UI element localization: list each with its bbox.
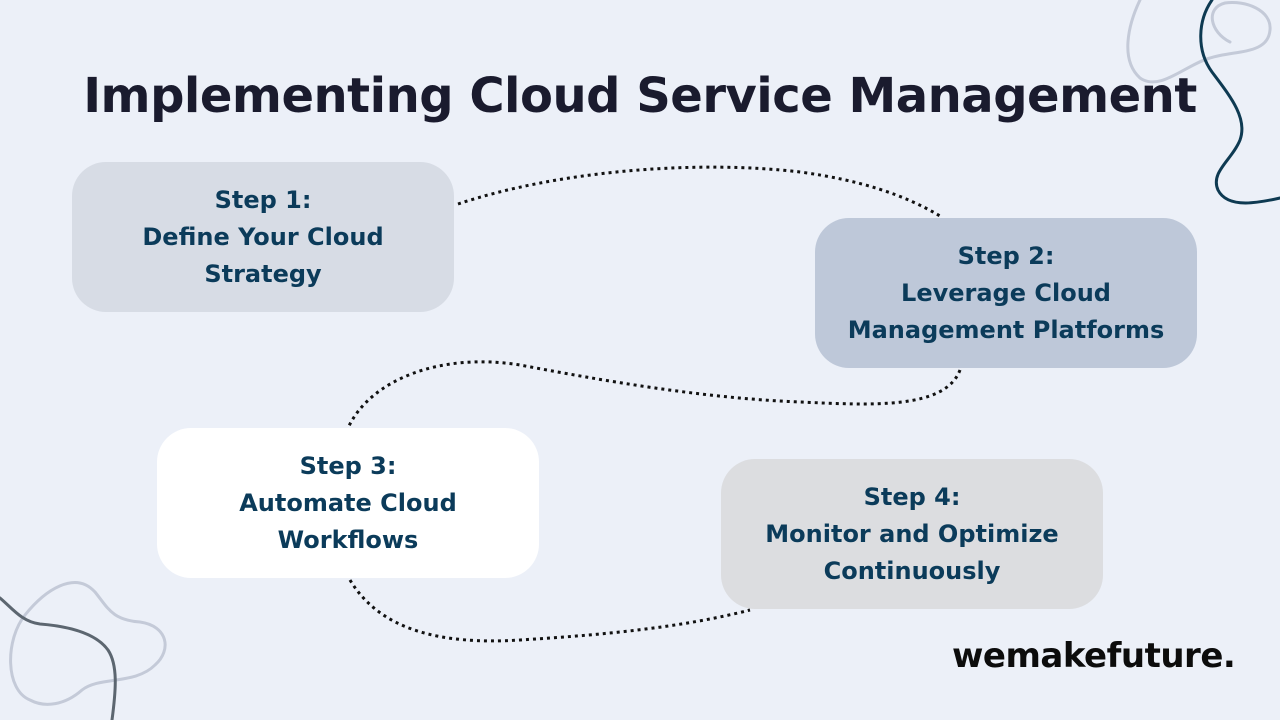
step-4-line-1: Monitor and Optimize xyxy=(765,519,1059,548)
step-2-line-2: Management Platforms xyxy=(847,315,1165,344)
step-2-box: Step 2: Leverage Cloud Management Platfo… xyxy=(815,218,1197,368)
step-4-heading: Step 4: xyxy=(863,482,961,511)
step-2-heading: Step 2: xyxy=(957,241,1055,270)
step-1-line-1: Define Your Cloud xyxy=(142,222,384,251)
step-3-box: Step 3: Automate Cloud Workflows xyxy=(157,428,539,578)
step-4-line-2: Continuously xyxy=(823,556,1001,585)
top-right-light-blob-decoration xyxy=(1126,0,1272,84)
step-2-line-1: Leverage Cloud xyxy=(901,278,1111,307)
brand-logo-text: wemakefuture. xyxy=(952,636,1236,676)
connector-step2-step3 xyxy=(346,360,962,429)
connector-step3-step4 xyxy=(348,579,751,643)
page-title: Implementing Cloud Service Management xyxy=(83,68,1197,124)
step-3-line-1: Automate Cloud xyxy=(239,488,457,517)
bottom-left-light-blob-decoration xyxy=(9,581,167,706)
step-3-heading: Step 3: xyxy=(299,451,397,480)
connector-step1-step2 xyxy=(457,165,941,218)
step-1-box: Step 1: Define Your Cloud Strategy xyxy=(72,162,454,312)
step-3-line-2: Workflows xyxy=(277,525,419,554)
step-1-line-2: Strategy xyxy=(204,259,322,288)
step-4-box: Step 4: Monitor and Optimize Continuousl… xyxy=(721,459,1103,609)
bottom-left-grey-blob-decoration xyxy=(0,596,117,720)
step-1-heading: Step 1: xyxy=(214,185,312,214)
top-right-dark-blob-decoration xyxy=(1199,0,1280,205)
